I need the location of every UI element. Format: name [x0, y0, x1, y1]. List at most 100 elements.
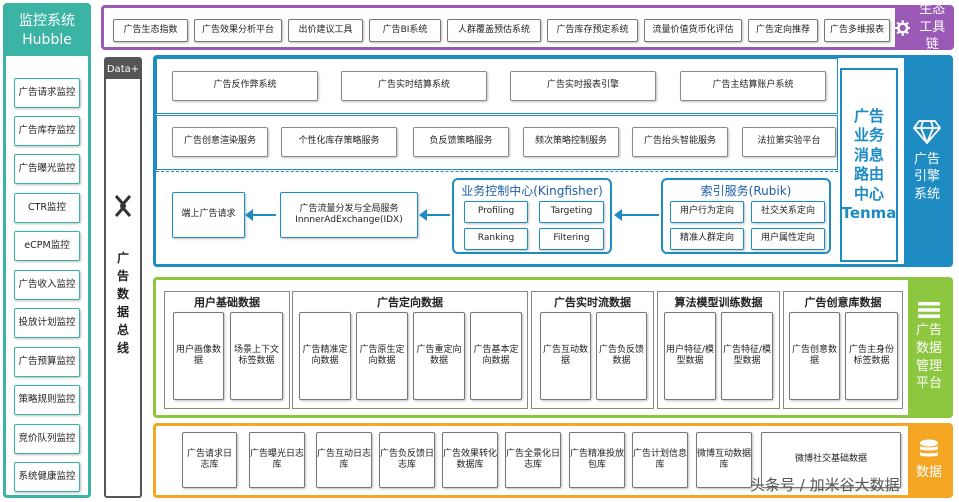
bus-connector-icon — [114, 195, 132, 217]
bus-char: 数 — [116, 287, 129, 301]
bus-char: 广 — [116, 251, 129, 265]
bus-char: 据 — [116, 305, 129, 319]
engine-label: 广告 引擎 系统 — [904, 58, 950, 264]
kingfisher-item: Targeting — [539, 201, 604, 223]
hubble-title-en: Hubble — [22, 32, 72, 48]
tenma-line: 路由 — [853, 165, 884, 183]
toolchain-item: 广告BI系统 — [369, 19, 441, 42]
tenma-line: 消息 — [853, 145, 884, 164]
rubik-item: 用户属性定向 — [751, 228, 825, 250]
dm-label-line: 广告 — [915, 323, 942, 339]
dm-group-user: 用户基础数据 用户画像数据 场景上下文标签数据 — [164, 291, 290, 409]
data-label-text: 数据 — [915, 465, 942, 481]
toolchain-panel: 广告生态指数 广告效果分析平台 出价建议工具 广告BI系统 人群覆盖预估系统 广… — [101, 2, 954, 52]
dm-label-line: 平台 — [915, 376, 942, 392]
toolchain-label-text: 生态 工具链 — [913, 1, 951, 54]
data-panel: 数据 — [153, 423, 953, 498]
dm-item: 用户特征/模型数据 — [664, 312, 716, 400]
rubik-group: 索引服务(Rubik) 用户行为定向 社交关系定向 精准人群定向 用户属性定向 — [661, 178, 831, 254]
data-store: 广告请求日志库 — [182, 432, 237, 488]
tenma-line: Tenma — [841, 204, 897, 222]
data-bus-label: 广 告 数 据 总 线 — [106, 249, 140, 357]
dm-item: 广告主身份标签数据 — [845, 312, 898, 400]
engine-row-serving — [156, 171, 838, 264]
data-store: 广告精准投放包库 — [569, 432, 625, 488]
engine-service: 广告抬头智能服务 — [632, 127, 728, 157]
bus-char: 总 — [116, 323, 129, 337]
rubik-item: 社交关系定向 — [751, 201, 825, 223]
arrow-to-request — [245, 209, 276, 221]
kingfisher-item: Profiling — [464, 201, 528, 223]
dm-group-creative: 广告创意库数据 广告创意数据 广告主身份标签数据 — [783, 291, 903, 409]
bus-char: 线 — [116, 341, 129, 355]
kingfisher-group: 业务控制中心(Kingfisher) Profiling Targeting R… — [452, 178, 612, 254]
monitor-item: 系统健康监控 — [14, 462, 80, 492]
hubble-title: 监控系统 Hubble — [6, 6, 88, 56]
data-store: 广告全景化日志库 — [505, 432, 561, 488]
toolchain-item: 广告效果分析平台 — [194, 19, 282, 42]
dm-item: 广告创意数据 — [789, 312, 840, 400]
data-store: 广告互动日志库 — [316, 432, 372, 488]
data-bus: Data+ 广 告 数 据 总 线 — [104, 57, 142, 498]
dm-group-title: 用户基础数据 — [194, 296, 260, 309]
toolchain-item: 流量价值货币化评估 — [644, 19, 742, 42]
kingfisher-item: Ranking — [464, 228, 528, 250]
engine-service: 广告反作弊系统 — [172, 71, 318, 101]
ad-engine-panel: 广告 引擎 系统 — [153, 55, 953, 267]
kingfisher-item: Filtering — [539, 228, 604, 250]
dm-item: 广告基本定向数据 — [470, 312, 522, 400]
engine-row-strategy — [156, 115, 838, 170]
monitor-item: 广告预算监控 — [14, 347, 80, 377]
engine-service: 法拉第实验平台 — [742, 127, 836, 157]
toolchain-label-line: 生态 — [919, 2, 946, 18]
engine-service: 广告创意渲染服务 — [172, 127, 268, 157]
toolchain-item: 出价建议工具 — [288, 19, 363, 42]
monitor-item: 广告曝光监控 — [14, 154, 80, 184]
dm-item: 广告重定向数据 — [413, 312, 465, 400]
toolchain-label: 生态 工具链 — [895, 2, 951, 52]
dm-label-line: 管理 — [915, 358, 942, 374]
data-store: 微博互动数据库 — [696, 432, 752, 488]
engine-service: 负反馈策略服务 — [413, 127, 509, 157]
data-management-panel: 广告 数据 管理 平台 — [153, 277, 953, 418]
dm-group-title: 广告定向数据 — [377, 296, 443, 309]
dm-group-model: 算法模型训练数据 用户特征/模型数据 广告特征/模型数据 — [657, 291, 780, 409]
idx-subtitle: InnnerAdExchange(IDX) — [295, 215, 403, 225]
monitor-item: 策略规则监控 — [14, 385, 80, 415]
dm-item: 广告互动数据 — [540, 312, 591, 400]
ad-request-box: 端上广告请求 — [172, 192, 245, 238]
engine-service: 频次策略控制服务 — [523, 127, 619, 157]
idx-box: 广告流量分发与全局服务 InnnerAdExchange(IDX) — [280, 192, 418, 238]
dm-group-title: 广告创意库数据 — [804, 296, 882, 309]
engine-service: 个性化库存策略服务 — [281, 127, 397, 157]
diamond-icon — [913, 119, 941, 144]
engine-label-line: 广告 — [913, 151, 940, 167]
hubble-panel: 监控系统 Hubble 广告请求监控 广告库存监控 广告曝光监控 CTR监控 e… — [3, 3, 91, 498]
gear-icon — [895, 19, 911, 36]
engine-label-line: 系统 — [913, 186, 940, 202]
data-store: 广告曝光日志库 — [249, 432, 305, 488]
toolchain-item: 广告多维报表 — [824, 19, 890, 42]
dm-item: 场景上下文标签数据 — [230, 312, 283, 400]
tenma-router: 广告 业务 消息 路由 中心 Tenma — [840, 68, 898, 262]
arrow-to-kingfisher — [614, 209, 659, 221]
dm-item: 广告原生定向数据 — [356, 312, 408, 400]
tenma-line: 中心 — [853, 184, 884, 203]
data-label: 数据 — [908, 426, 950, 495]
dm-label-line: 数据 — [915, 340, 942, 356]
dm-group-targeting: 广告定向数据 广告精准定向数据 广告原生定向数据 广告重定向数据 广告基本定向数… — [292, 291, 528, 409]
monitor-item: 广告收入监控 — [14, 270, 80, 300]
engine-row-settlement — [156, 58, 838, 114]
monitor-item: eCPM监控 — [14, 231, 80, 261]
rubik-item: 精准人群定向 — [670, 228, 744, 250]
rubik-item: 用户行为定向 — [670, 201, 744, 223]
kingfisher-title: 业务控制中心(Kingfisher) — [461, 184, 603, 198]
arrow-to-idx — [419, 209, 450, 221]
bus-char: 告 — [116, 269, 129, 283]
toolchain-item: 广告库存预定系统 — [547, 19, 638, 42]
database-icon — [920, 439, 938, 457]
tenma-line: 广告 — [853, 106, 884, 125]
data-store: 广告负反馈日志库 — [379, 432, 435, 488]
dm-group-title: 算法模型训练数据 — [674, 296, 763, 309]
engine-service: 广告实时结算系统 — [341, 71, 487, 101]
